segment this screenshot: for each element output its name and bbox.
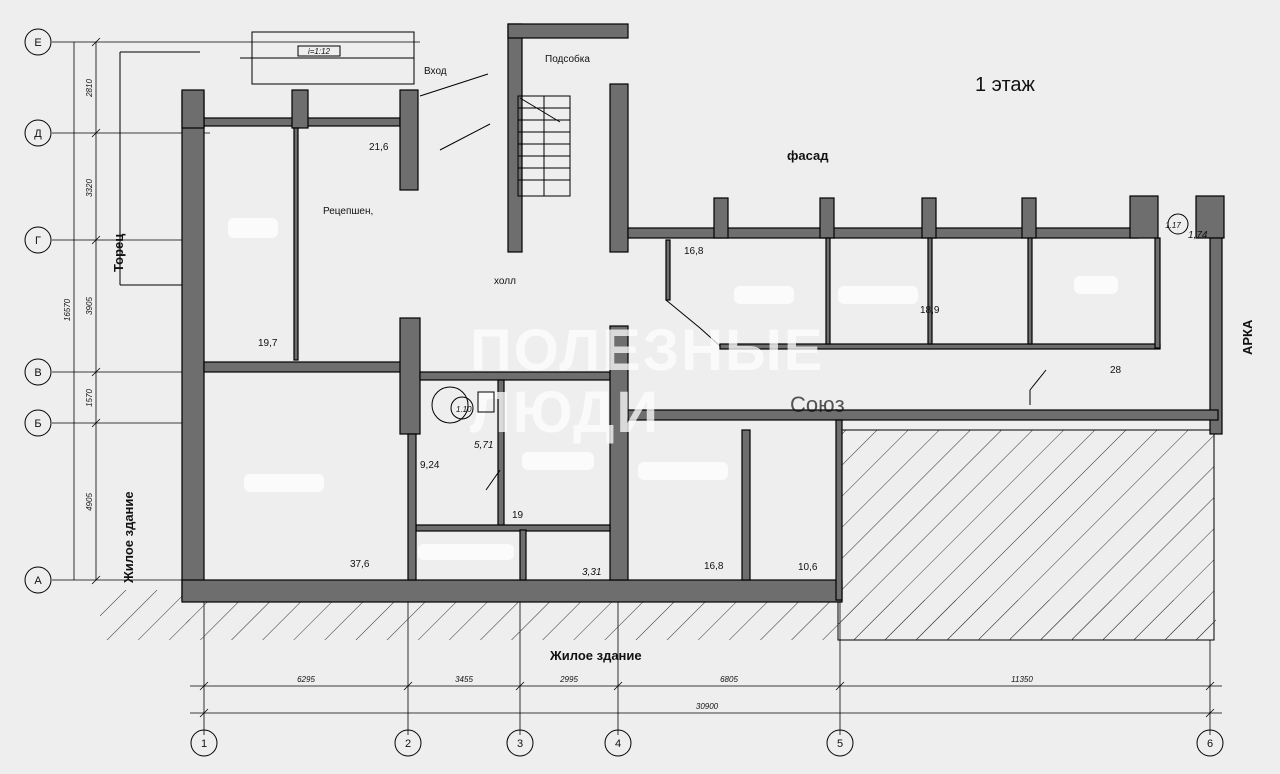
axis-row-A: А	[34, 575, 42, 587]
hall-label: холл	[494, 276, 516, 287]
area-19: 19	[512, 510, 524, 521]
storage-label: Подсобка	[545, 53, 590, 65]
axis-col-5: 5	[837, 738, 843, 750]
ramp-slope-label: i=1:12	[308, 47, 331, 56]
reception-label: Рецепшен,	[323, 206, 373, 217]
dim-h-3: 2995	[559, 675, 578, 684]
dim-v-total: 16570	[63, 298, 72, 321]
axis-row-G: Г	[35, 235, 41, 247]
area-571: 5,71	[474, 440, 493, 451]
area-117: 1.17	[1165, 221, 1181, 230]
area-216: 21,6	[369, 142, 389, 153]
axis-col-1: 1	[201, 738, 207, 750]
area-168-bottom: 16,8	[704, 561, 724, 572]
room-117-circle	[1167, 213, 1189, 235]
dim-v-3: 3905	[85, 297, 94, 315]
area-168-top: 16,8	[684, 246, 704, 257]
room-areas: 21,6 19,7 37,6 9,24 5,71 1.10 19 3,31 16…	[258, 142, 1208, 578]
dim-h-1: 6295	[297, 675, 315, 684]
area-924: 9,24	[420, 460, 440, 471]
residential-left-label: Жилое здание	[121, 491, 136, 584]
staircase	[517, 95, 571, 197]
redacted-labels	[228, 218, 1118, 560]
external-walls	[181, 23, 1225, 603]
dim-v-5: 4905	[85, 493, 94, 511]
area-110: 1.10	[456, 405, 472, 414]
end-wall-label: Торец	[111, 234, 126, 272]
watermark-small: Союз	[790, 392, 845, 417]
axis-col-3: 3	[517, 738, 523, 750]
arch-label: АРКА	[1240, 319, 1255, 355]
axis-col-2: 2	[405, 738, 411, 750]
area-376: 37,6	[350, 559, 370, 570]
residential-bottom-label: Жилое здание	[549, 648, 642, 663]
axis-row-E: Е	[34, 37, 41, 49]
wc-marker	[431, 386, 495, 424]
entrance-ramp: i=1:12	[119, 31, 415, 286]
axis-col-4: 4	[615, 738, 621, 750]
axis-row-markers: Е Д Г В Б А	[24, 28, 52, 594]
area-106: 10,6	[798, 562, 818, 573]
area-189: 18,9	[920, 305, 940, 316]
dim-h-2: 3455	[455, 675, 473, 684]
area-28: 28	[1110, 365, 1122, 376]
entrance-label: Вход	[424, 66, 447, 77]
axis-col-markers: 1 2 3 4 5 6	[190, 729, 1224, 757]
axis-col-6: 6	[1207, 738, 1213, 750]
watermark-line2: ЛЮДИ	[470, 380, 660, 445]
axis-row-D: Д	[34, 128, 42, 140]
dim-h-total: 30900	[696, 702, 719, 711]
watermark-line1: ПОЛЕЗНЫЕ	[470, 318, 824, 383]
axis-row-V: В	[34, 367, 41, 379]
dim-v-4: 1570	[85, 389, 94, 407]
dim-v-2: 3320	[85, 179, 94, 197]
facade-label: фасад	[787, 148, 829, 163]
dim-h-5: 11350	[1011, 675, 1033, 684]
area-331: 3,31	[582, 567, 601, 578]
area-197: 19,7	[258, 338, 278, 349]
dimension-chain-horizontal: 6295 3455 2995 6805 11350 30900	[190, 675, 1222, 718]
dim-v-1: 2810	[85, 79, 94, 98]
axis-row-B: Б	[34, 418, 41, 430]
hatched-areas	[100, 429, 1216, 641]
door-swings	[419, 73, 1047, 491]
area-174: 1,74	[1188, 230, 1208, 241]
dimension-chain-vertical: 2810 3320 3905 1570 4905 16570	[63, 37, 101, 585]
watermark: ПОЛЕЗНЫЕ ЛЮДИ Союз	[470, 318, 845, 445]
dim-h-4: 6805	[720, 675, 738, 684]
floor-title: 1 этаж	[975, 74, 1036, 96]
